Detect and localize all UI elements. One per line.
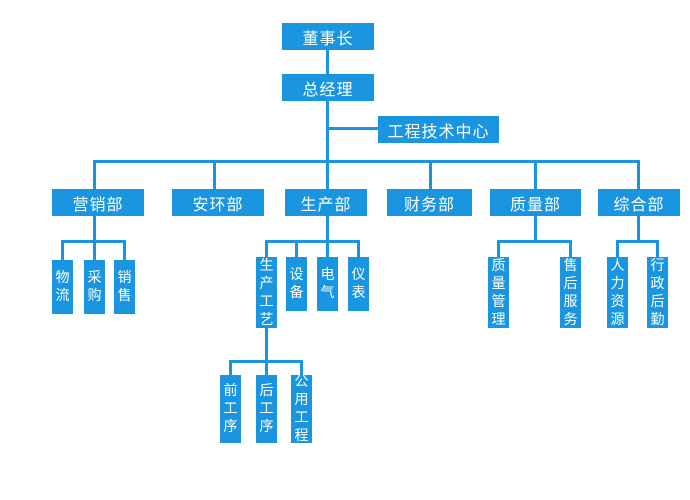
node-quality-management[interactable]: 质量管理 xyxy=(488,257,509,328)
node-production-instrument[interactable]: 仪表 xyxy=(348,257,369,311)
connector-process-c3 xyxy=(300,360,303,375)
connector-drop-environment xyxy=(213,160,216,189)
connector-drop-finance xyxy=(429,160,432,189)
node-quality-after-sales[interactable]: 售后服务 xyxy=(560,257,581,328)
connector-general-bus xyxy=(616,240,659,243)
node-process-front[interactable]: 前工序 xyxy=(220,375,241,443)
connector-tech-center xyxy=(326,127,378,130)
connector-production-c3 xyxy=(326,240,329,257)
connector-drop-marketing xyxy=(93,160,96,189)
node-process-utilities[interactable]: 公用工程 xyxy=(291,374,312,444)
node-general-admin[interactable]: 行政后勤 xyxy=(647,257,668,328)
connector-chairman-gm xyxy=(326,50,329,74)
connector-marketing-c2 xyxy=(93,240,96,260)
connector-marketing-c3 xyxy=(123,240,126,260)
node-marketing-logistics[interactable]: 物流 xyxy=(52,260,73,314)
connector-quality-down xyxy=(534,216,537,242)
node-process-back[interactable]: 后工序 xyxy=(256,375,277,443)
connector-process-down xyxy=(265,328,268,362)
node-dept-quality[interactable]: 质量部 xyxy=(490,189,581,216)
node-dept-general[interactable]: 综合部 xyxy=(598,189,680,216)
node-marketing-sales[interactable]: 销售 xyxy=(114,260,135,314)
node-production-process[interactable]: 生产工艺 xyxy=(256,257,277,328)
connector-production-c1 xyxy=(265,240,268,257)
node-general-hr[interactable]: 人力资源 xyxy=(607,257,628,328)
node-tech-center[interactable]: 工程技术中心 xyxy=(378,116,499,143)
connector-marketing-down xyxy=(93,216,96,242)
connector-production-c2 xyxy=(295,240,298,257)
node-dept-production[interactable]: 生产部 xyxy=(285,189,367,216)
node-production-electrical[interactable]: 电气 xyxy=(317,257,338,311)
connector-production-c4 xyxy=(357,240,360,257)
node-dept-finance[interactable]: 财务部 xyxy=(387,189,472,216)
node-general-manager[interactable]: 总经理 xyxy=(282,74,374,101)
connector-drop-general xyxy=(637,160,640,189)
connector-marketing-c1 xyxy=(61,240,64,260)
connector-production-down xyxy=(326,216,329,242)
connector-general-c2 xyxy=(656,240,659,257)
connector-process-c2 xyxy=(265,360,268,375)
connector-quality-c2 xyxy=(569,240,572,257)
node-marketing-purchasing[interactable]: 采购 xyxy=(84,260,105,314)
connector-drop-production xyxy=(326,160,329,189)
connector-general-down xyxy=(637,216,640,242)
connector-process-c1 xyxy=(229,360,232,375)
connector-general-c1 xyxy=(616,240,619,257)
connector-quality-bus xyxy=(497,240,572,243)
connector-drop-quality xyxy=(534,160,537,189)
connector-quality-c1 xyxy=(497,240,500,257)
connector-gm-trunk xyxy=(326,101,329,162)
node-dept-environment[interactable]: 安环部 xyxy=(172,189,264,216)
node-production-equipment[interactable]: 设备 xyxy=(286,257,307,311)
connector-dept-bus xyxy=(93,160,637,163)
connector-production-bus xyxy=(265,240,360,243)
node-dept-marketing[interactable]: 营销部 xyxy=(52,189,144,216)
node-chairman[interactable]: 董事长 xyxy=(282,23,374,50)
